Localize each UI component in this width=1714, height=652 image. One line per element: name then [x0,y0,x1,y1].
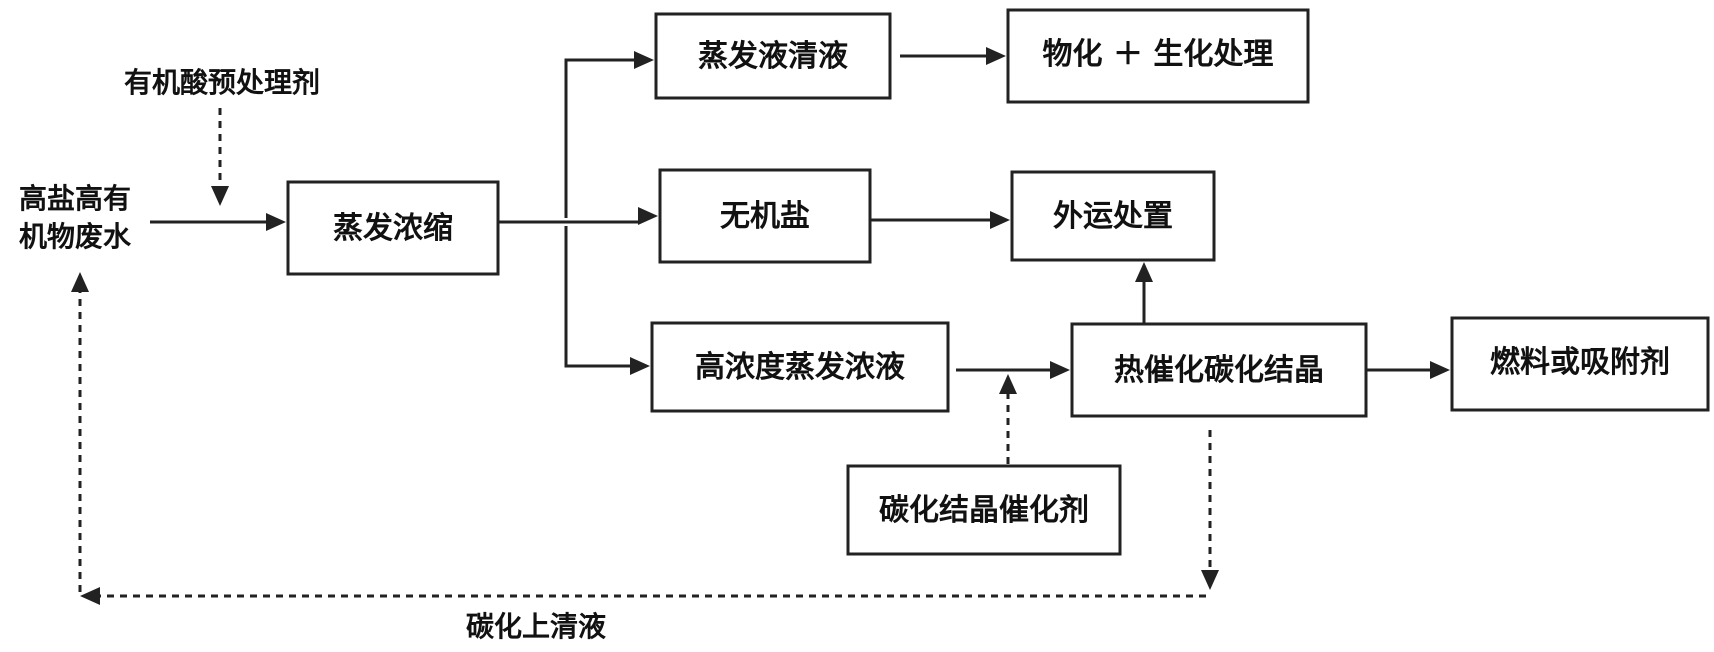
pretreatment-agent-label: 有机酸预处理剂 [124,66,320,99]
arrow-head [1135,262,1153,282]
box-high-conc-evaporation-liquid: 高浓度蒸发浓液 [650,321,950,413]
external-disposal-label: 外运处置 [1053,199,1173,234]
arrow-head [986,47,1006,65]
evaporation-concentration-label: 蒸发浓缩 [333,211,453,246]
arrow-head [634,51,654,69]
arrow-head [80,587,100,605]
dashed-connectors [71,108,1219,605]
fuel-or-adsorbent-label: 燃料或吸附剂 [1490,345,1670,380]
carbonization-supernatant-label: 碳化上清液 [466,610,606,643]
connectors [150,47,1450,379]
arrow-head [638,207,658,225]
high-conc-evaporation-liquid-label: 高浓度蒸发浓液 [695,350,905,385]
box-external-disposal: 外运处置 [1010,170,1216,262]
arrow-head [211,186,229,206]
arrow-head [1050,361,1070,379]
arrow-head [1430,361,1450,379]
box-evaporation-clear-liquid: 蒸发液清液 [654,12,892,100]
evaporation-clear-liquid-label: 蒸发液清液 [698,39,848,74]
box-evaporation-concentration: 蒸发浓缩 [286,180,500,276]
arrow-head [1201,570,1219,590]
box-thermal-catalytic-carbonization: 热催化碳化结晶 [1070,322,1368,418]
box-carbonization-catalyst: 碳化结晶催化剂 [846,464,1122,556]
arrow-head [266,213,286,231]
arrow-head [630,357,650,375]
inorganic-salt-label: 无机盐 [720,199,810,234]
thermal-catalytic-carbonization-label: 热催化碳化结晶 [1114,353,1324,388]
arrow-branch-to-clear-liquid [564,58,638,218]
box-inorganic-salt: 无机盐 [658,168,872,264]
box-physchem-biochem-treatment: 物化 ＋ 生化处理 [1006,8,1310,104]
carbonization-catalyst-label: 碳化结晶催化剂 [879,493,1089,528]
input-wastewater-label-line1: 高盐高有 [19,182,131,215]
physchem-biochem-treatment-label: 物化 ＋ 生化处理 [1043,37,1274,72]
arrow-branch-to-high-conc-liquid [564,226,634,368]
arrow-head [990,211,1010,229]
arrow-head [71,272,89,292]
box-fuel-or-adsorbent: 燃料或吸附剂 [1450,316,1710,412]
arrow-head [999,374,1017,394]
input-wastewater-label-line2: 机物废水 [19,220,132,253]
